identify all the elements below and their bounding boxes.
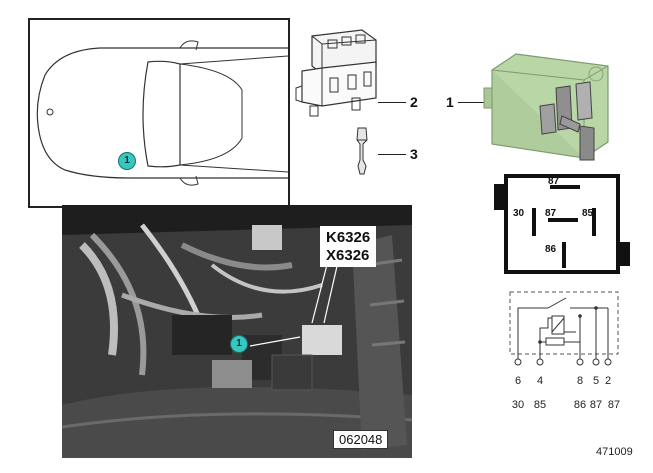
photo-illustration: [62, 205, 412, 458]
schematic-pin-6: 6: [514, 375, 522, 387]
relay-pin-30: 30: [513, 208, 525, 219]
photo-label-k: K6326: [326, 229, 371, 246]
leader-line-3: [378, 154, 406, 155]
location-marker-badge: 1: [118, 152, 136, 170]
schematic-pin-2: 2: [604, 375, 612, 387]
installation-photo: [62, 205, 412, 458]
terminal-85: 85: [533, 399, 547, 411]
terminal-pin-drawing: [356, 127, 368, 175]
relay-drawing: [483, 53, 609, 161]
relay-pin-86: 86: [545, 244, 557, 255]
photo-component-label: K6326 X6326: [320, 226, 377, 267]
terminal-87-b: 87: [607, 399, 621, 411]
relay-pin-87-top: 87: [548, 176, 560, 187]
vehicle-outline: [36, 40, 289, 186]
relay-circuit-schematic: [509, 291, 619, 366]
leader-line-1: [458, 102, 484, 103]
terminal-87-a: 87: [589, 399, 603, 411]
schematic-pin-5: 5: [592, 375, 600, 387]
diagram-reference-number: 471009: [596, 446, 633, 458]
callout-2: 2: [410, 94, 418, 110]
terminal-30: 30: [511, 399, 525, 411]
leader-line-2: [378, 102, 406, 103]
photo-label-x: X6326: [326, 247, 370, 264]
callout-1: 1: [446, 94, 454, 110]
relay-pin-85: 85: [582, 208, 594, 219]
relay-pinout-face: [494, 174, 630, 274]
relay-pin-87-center: 87: [545, 208, 557, 219]
schematic-pin-4: 4: [536, 375, 544, 387]
schematic-pin-8: 8: [576, 375, 584, 387]
callout-3: 3: [410, 146, 418, 162]
terminal-86: 86: [573, 399, 587, 411]
photo-marker-badge: 1: [230, 335, 248, 353]
photo-code: 062048: [333, 430, 389, 449]
vehicle-location-panel: 1: [28, 18, 290, 208]
relay-socket-drawing: [295, 29, 377, 117]
